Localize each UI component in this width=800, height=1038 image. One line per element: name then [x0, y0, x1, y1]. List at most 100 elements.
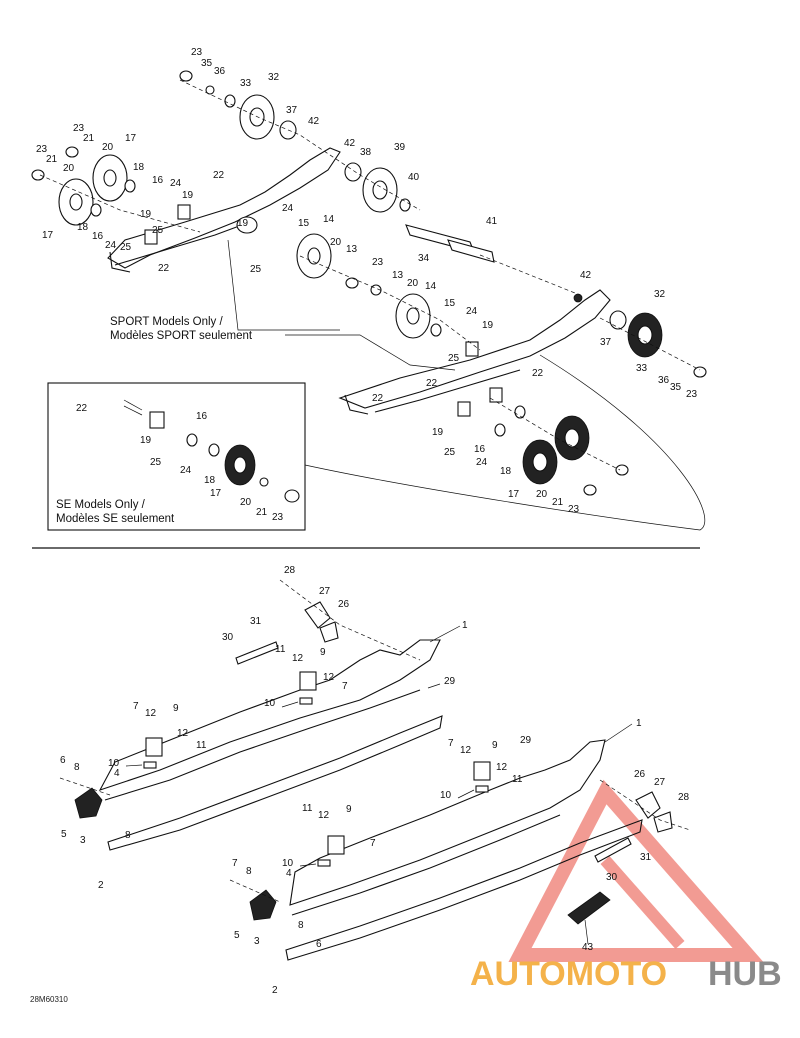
label-23e: 23 [568, 504, 580, 515]
block-9-d [327, 835, 345, 855]
label-28b: 28 [678, 792, 690, 803]
upper-left-frame [107, 147, 341, 269]
label-4: 4 [114, 768, 120, 779]
label-11: 11 [275, 644, 286, 655]
wheel-32-right [627, 312, 663, 358]
label-15b: 15 [444, 298, 456, 309]
label-2b: 2 [272, 985, 278, 996]
label-20c: 20 [330, 237, 342, 248]
bolt-30-left [235, 641, 279, 665]
label-19e: 19 [432, 427, 444, 438]
wheel-32-top [239, 94, 275, 140]
label-37b: 37 [600, 337, 612, 348]
sport-caption-en: SPORT Models Only / [110, 316, 224, 328]
label-22e: 22 [372, 393, 384, 404]
label-10d: 10 [282, 858, 294, 869]
label-9b: 9 [173, 703, 179, 714]
watermark-text-a: AUTOMOTO [470, 955, 667, 993]
label-29b: 29 [520, 735, 532, 746]
drawing-reference: 28M60310 [30, 995, 68, 1004]
label-23b: 23 [73, 123, 85, 134]
label-23f: 23 [686, 389, 698, 400]
label-5: 5 [61, 829, 67, 840]
label-20: 20 [102, 142, 114, 153]
label-19b: 19 [140, 209, 152, 220]
label-11d: 11 [302, 803, 313, 814]
label-24f: 24 [180, 465, 192, 476]
label-16b: 16 [92, 231, 104, 242]
label-25d: 25 [448, 353, 460, 364]
label-17d: 17 [210, 488, 222, 499]
watermark-text-b: HUB [708, 955, 782, 993]
slider-43 [567, 891, 611, 925]
label-11c: 11 [512, 774, 523, 785]
label-25: 25 [120, 242, 132, 253]
label-32b: 32 [654, 289, 666, 300]
block-19-b [144, 229, 158, 245]
label-8c: 8 [246, 866, 252, 877]
rail-2-right [285, 819, 643, 961]
label-29: 29 [444, 676, 456, 687]
label-19d: 19 [482, 320, 494, 331]
cap-23-left [31, 169, 45, 181]
label-14: 14 [323, 214, 335, 225]
upper-right-frame [338, 289, 611, 409]
label-20d: 20 [407, 278, 419, 289]
label-12g: 12 [318, 810, 330, 821]
label-41: 41 [486, 216, 498, 227]
label-12c: 12 [145, 708, 157, 719]
stopper-5-left [74, 787, 103, 819]
upper-assembly: SPORT Models Only / Modèles SPORT seulem… [31, 47, 707, 531]
label-33b: 33 [636, 363, 648, 374]
label-19: 19 [182, 190, 194, 201]
label-21: 21 [83, 133, 95, 144]
frame-1-right [289, 739, 606, 906]
label-10: 10 [264, 698, 276, 709]
label-18b: 18 [77, 222, 89, 233]
label-28: 28 [284, 565, 296, 576]
block-9-a [299, 671, 317, 691]
label-42c: 42 [580, 270, 592, 281]
label-7c: 7 [448, 738, 454, 749]
block-19-a [177, 204, 191, 220]
se-inset-parts [123, 399, 300, 503]
label-42b: 42 [344, 138, 356, 149]
label-27: 27 [319, 586, 331, 597]
label-22f: 22 [76, 403, 88, 414]
label-24e: 24 [476, 457, 488, 468]
label-23g: 23 [272, 512, 284, 523]
label-30: 30 [222, 632, 234, 643]
bolt-30-right [594, 837, 632, 863]
label-25f: 25 [150, 457, 162, 468]
label-36b: 36 [658, 375, 670, 386]
label-20e: 20 [536, 489, 548, 500]
label-8d: 8 [298, 920, 304, 931]
lower-assembly: 28M60310 28 27 26 1 31 30 11 12 9 12 7 2… [30, 565, 691, 1004]
label-20b: 20 [63, 163, 75, 174]
wheel-17-left-a [58, 178, 94, 226]
label-38: 38 [360, 147, 372, 158]
label-10b: 10 [108, 758, 120, 769]
label-16c: 16 [474, 444, 486, 455]
label-26: 26 [338, 599, 350, 610]
wheel-17-left-b [92, 154, 128, 202]
label-1b: 1 [636, 718, 642, 729]
label-18d: 18 [204, 475, 216, 486]
label-24b: 24 [105, 240, 117, 251]
label-23d: 23 [372, 257, 384, 268]
label-12e: 12 [460, 745, 472, 756]
label-9: 9 [320, 647, 326, 658]
label-6: 6 [60, 755, 66, 766]
label-7d: 7 [370, 838, 376, 849]
label-1: 1 [462, 620, 468, 631]
label-12d: 12 [177, 728, 189, 739]
label-19f: 19 [140, 435, 152, 446]
label-24: 24 [170, 178, 182, 189]
wheel-14-right [395, 293, 431, 339]
block-9-b [145, 737, 163, 757]
label-36: 36 [214, 66, 226, 77]
label-24c: 24 [282, 203, 294, 214]
wheel-39 [362, 167, 398, 213]
label-25e: 25 [444, 447, 456, 458]
